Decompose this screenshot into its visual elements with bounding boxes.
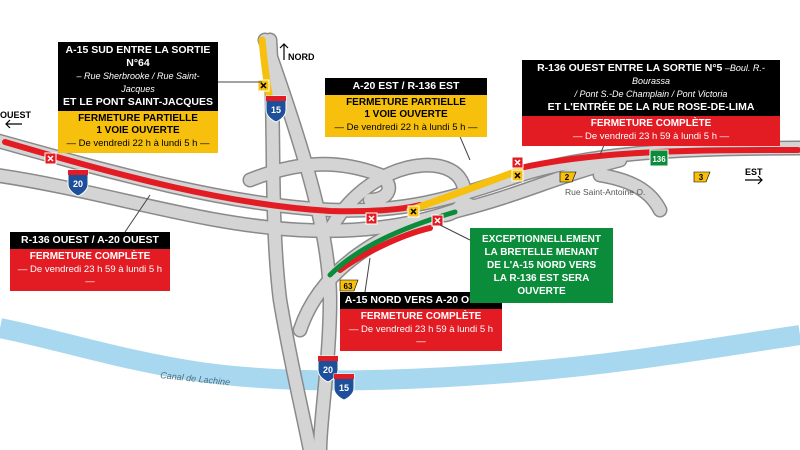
x-marker-icon — [257, 79, 270, 92]
exit-sign-icon: 3 — [693, 171, 711, 183]
interstate-shield-icon: 20 — [317, 355, 339, 383]
arrow-west-icon — [5, 119, 22, 129]
r136-ouest-closure — [2, 139, 423, 215]
interstate-shield-icon: 15 — [265, 95, 287, 123]
route-shield-icon: 136 — [649, 149, 669, 167]
interstate-shield-icon: 15 — [333, 373, 355, 401]
label-west: OUEST — [0, 110, 32, 120]
svg-text:3: 3 — [699, 173, 704, 182]
svg-text:15: 15 — [271, 105, 281, 115]
direction-arrows — [5, 43, 763, 185]
svg-text:15: 15 — [339, 383, 349, 393]
x-marker-icon — [44, 152, 57, 165]
notice-exception: EXCEPTIONNELLEMENT LA BRETELLE MENANT DE… — [470, 228, 613, 303]
closure-markers — [44, 79, 524, 227]
exit-sign-icon: 2 — [559, 171, 577, 183]
arrow-east-icon — [745, 175, 763, 185]
svg-text:63: 63 — [344, 282, 353, 291]
svg-text:20: 20 — [73, 179, 83, 189]
interstate-shield-icon: 20 — [67, 169, 89, 197]
x-marker-icon — [511, 156, 524, 169]
svg-text:136: 136 — [652, 155, 666, 164]
x-marker-icon — [511, 169, 524, 182]
x-marker-icon — [365, 212, 378, 225]
arrow-north-icon — [279, 43, 289, 60]
notice-a15-nord: A-15 NORD VERS A-20 OUEST FERMETURE COMP… — [340, 292, 502, 351]
x-marker-icon — [431, 214, 444, 227]
svg-text:20: 20 — [323, 365, 333, 375]
notice-r136-ouest-sortie: R-136 OUEST ENTRE LA SORTIE N°5 –Boul. R… — [522, 60, 780, 146]
label-north: NORD — [288, 52, 315, 62]
label-east: EST — [745, 167, 763, 177]
a20-est-partial — [406, 166, 524, 214]
callout-lines — [124, 81, 611, 293]
notice-a20-est: A-20 EST / R-136 EST FERMETURE PARTIELLE… — [325, 78, 487, 137]
canal-de-lachine — [0, 318, 800, 391]
notice-a15-sud: A-15 SUD ENTRE LA SORTIE N°64 – Rue Sher… — [58, 42, 218, 153]
x-marker-icon — [407, 205, 420, 218]
notice-r136-ouest-a20: R-136 OUEST / A-20 OUEST FERMETURE COMPL… — [10, 232, 170, 291]
exit-sign-icon: 63 — [339, 279, 359, 292]
street-label: Rue Saint-Antoine O. — [565, 187, 645, 197]
svg-text:2: 2 — [565, 173, 570, 182]
a15-nord-closure — [337, 225, 433, 273]
